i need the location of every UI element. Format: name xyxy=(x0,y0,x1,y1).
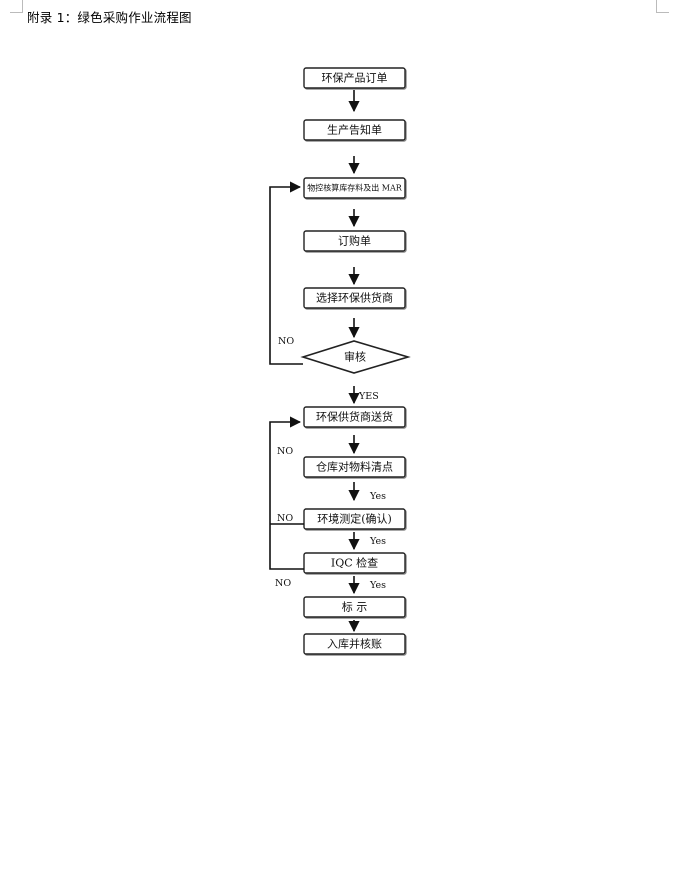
loop-iqc-no xyxy=(269,416,304,570)
node-label: 标 示 xyxy=(342,600,368,614)
node-label: 审核 xyxy=(344,350,366,364)
label-no-iqc: NO xyxy=(275,578,291,589)
node-label: 环保产品订单 xyxy=(322,71,388,85)
node-eco-supplier-delivery: 环保供货商送货 xyxy=(303,406,406,428)
node-material-control-inventory: 物控核算库存料及出 MAR xyxy=(303,177,406,199)
label-yes-iqc: Yes xyxy=(369,580,386,591)
label-no-envtest: NO xyxy=(277,513,293,524)
node-label: 物控核算库存料及出 MAR xyxy=(307,183,403,193)
node-labeling: 标 示 xyxy=(303,596,406,618)
node-label: 环境测定(确认) xyxy=(317,512,392,526)
label-yes-count: Yes xyxy=(369,491,386,502)
label-no-review: NO xyxy=(278,336,294,347)
appendix-heading: 附录 1：绿色采购作业流程图 xyxy=(27,10,192,25)
node-select-eco-supplier: 选择环保供货商 xyxy=(303,287,406,309)
node-purchase-order: 订购单 xyxy=(303,230,406,252)
node-label: 环保供货商送货 xyxy=(316,410,393,424)
page-corner-mark-right xyxy=(656,0,669,13)
node-production-notice: 生产告知单 xyxy=(303,119,406,141)
node-label: 生产告知单 xyxy=(327,123,382,137)
node-label: 仓库对物料清点 xyxy=(316,460,393,474)
node-label: IQC 检查 xyxy=(331,556,378,570)
node-label: 订购单 xyxy=(338,234,371,248)
node-label: 入库并核账 xyxy=(327,637,382,651)
label-yes-review: YES xyxy=(358,391,379,402)
page-corner-mark-left xyxy=(10,0,23,13)
node-review-decision: 审核 xyxy=(300,340,411,374)
node-eco-product-order: 环保产品订单 xyxy=(303,67,406,89)
node-warehouse-count: 仓库对物料清点 xyxy=(303,456,406,478)
node-warehousing-accounting: 入库并核账 xyxy=(303,633,406,655)
loop-review-no xyxy=(269,181,303,365)
node-environment-test: 环境测定(确认) xyxy=(303,508,406,530)
node-iqc-inspection: IQC 检查 xyxy=(303,552,406,574)
label-yes-envtest: Yes xyxy=(369,536,386,547)
node-label: 选择环保供货商 xyxy=(316,291,393,305)
label-no-delivery: NO xyxy=(277,446,293,457)
